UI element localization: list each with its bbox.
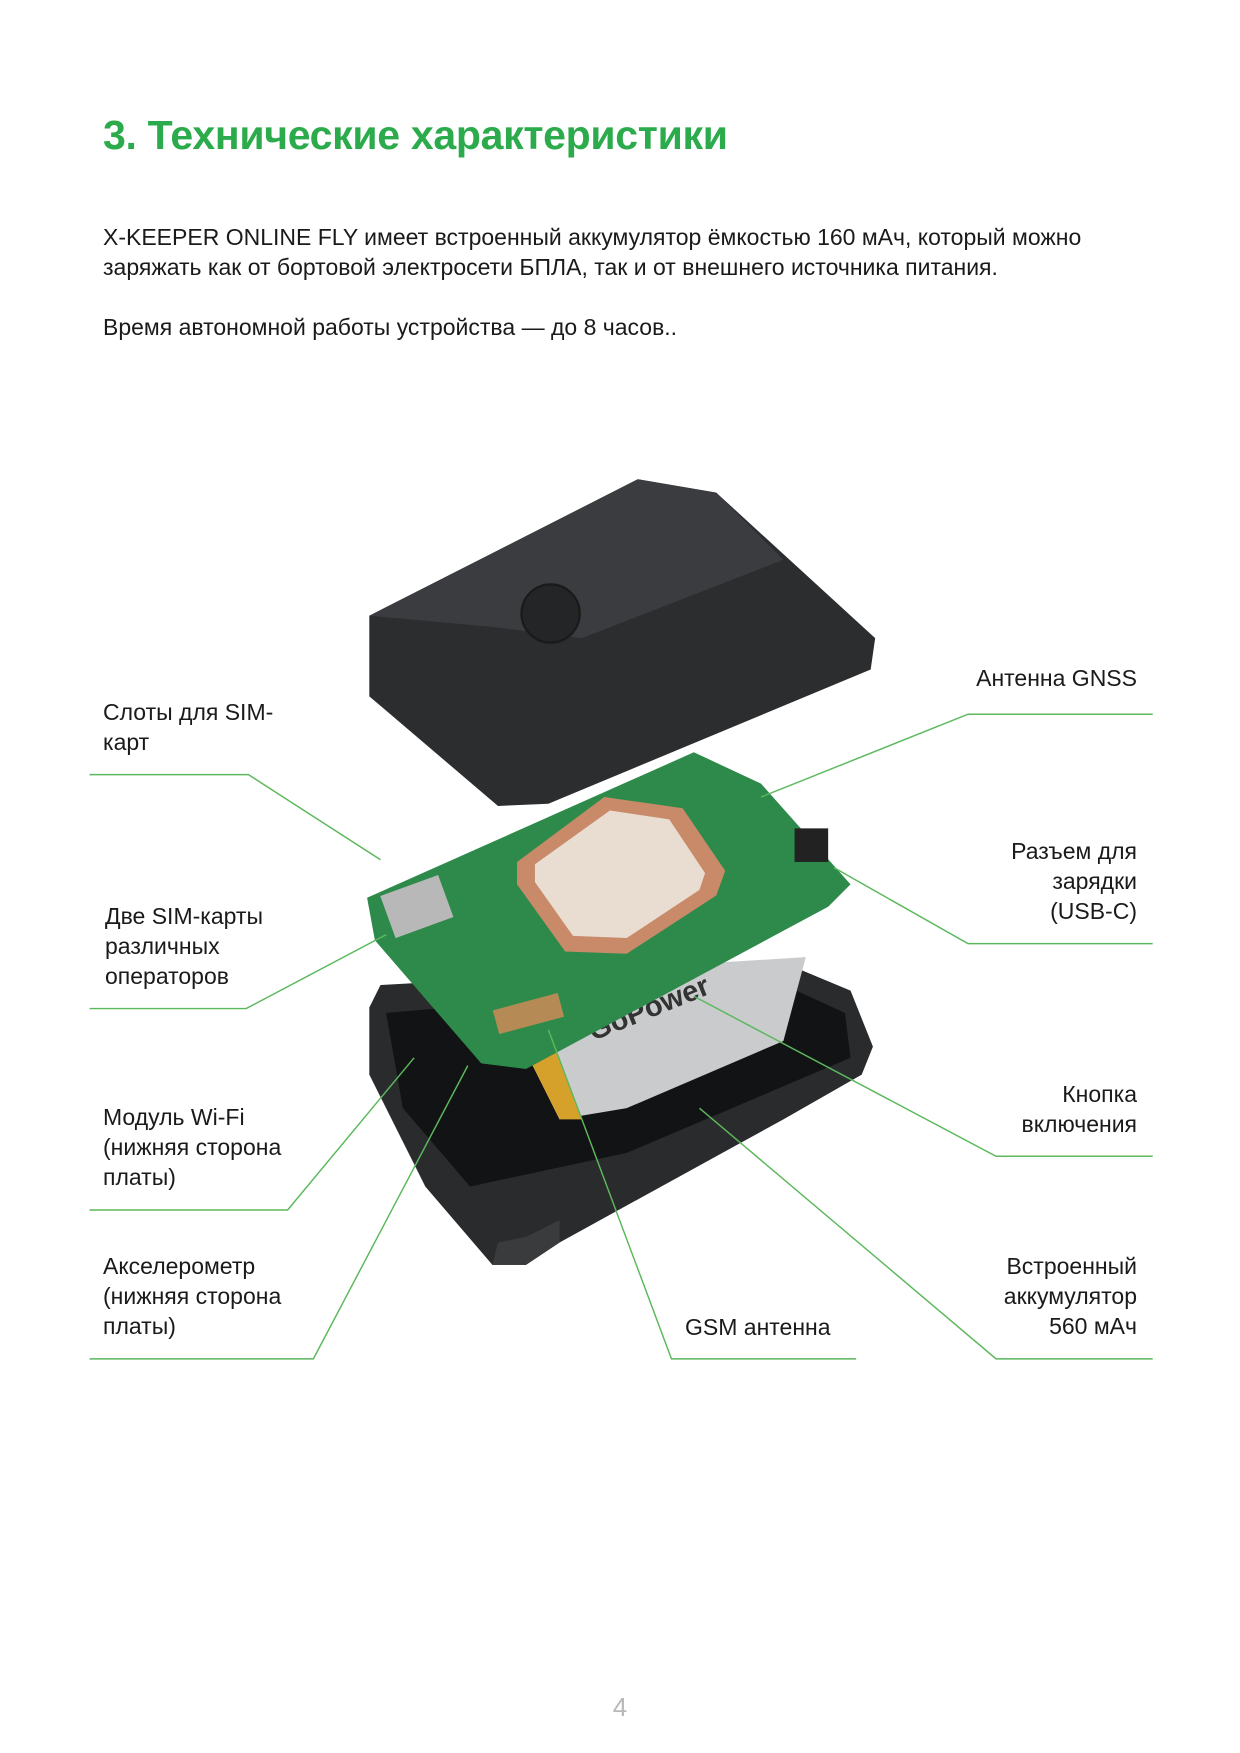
label-sim-slots: Слоты для SIM- карт xyxy=(103,699,274,755)
label-two-sims: Две SIM-карты различных операторов xyxy=(105,903,263,989)
leader-lines xyxy=(89,713,1153,1360)
label-power-button: Кнопка включения xyxy=(1021,1081,1137,1137)
device-lid xyxy=(369,479,876,806)
pcb-board xyxy=(367,752,851,1069)
intro-paragraph: X-KEEPER ONLINE FLY имеет встроенный акк… xyxy=(103,224,1082,280)
label-usb-c: Разъем для зарядки (USB-C) xyxy=(1011,838,1137,924)
label-battery: Встроенный аккумулятор 560 мАч xyxy=(1003,1253,1137,1339)
label-wifi-module: Модуль Wi-Fi (нижняя сторона платы) xyxy=(103,1104,282,1190)
page-number: 4 xyxy=(612,1692,628,1722)
label-accelerometer: Акселерометр (нижняя сторона платы) xyxy=(103,1253,282,1339)
label-gnss-antenna: Антенна GNSS xyxy=(976,665,1137,691)
battery-life-paragraph: Время автономной работы устройства — до … xyxy=(103,314,678,340)
section-heading: 3. Технические характеристики xyxy=(103,112,728,158)
label-gsm-antenna: GSM антенна xyxy=(685,1314,831,1340)
